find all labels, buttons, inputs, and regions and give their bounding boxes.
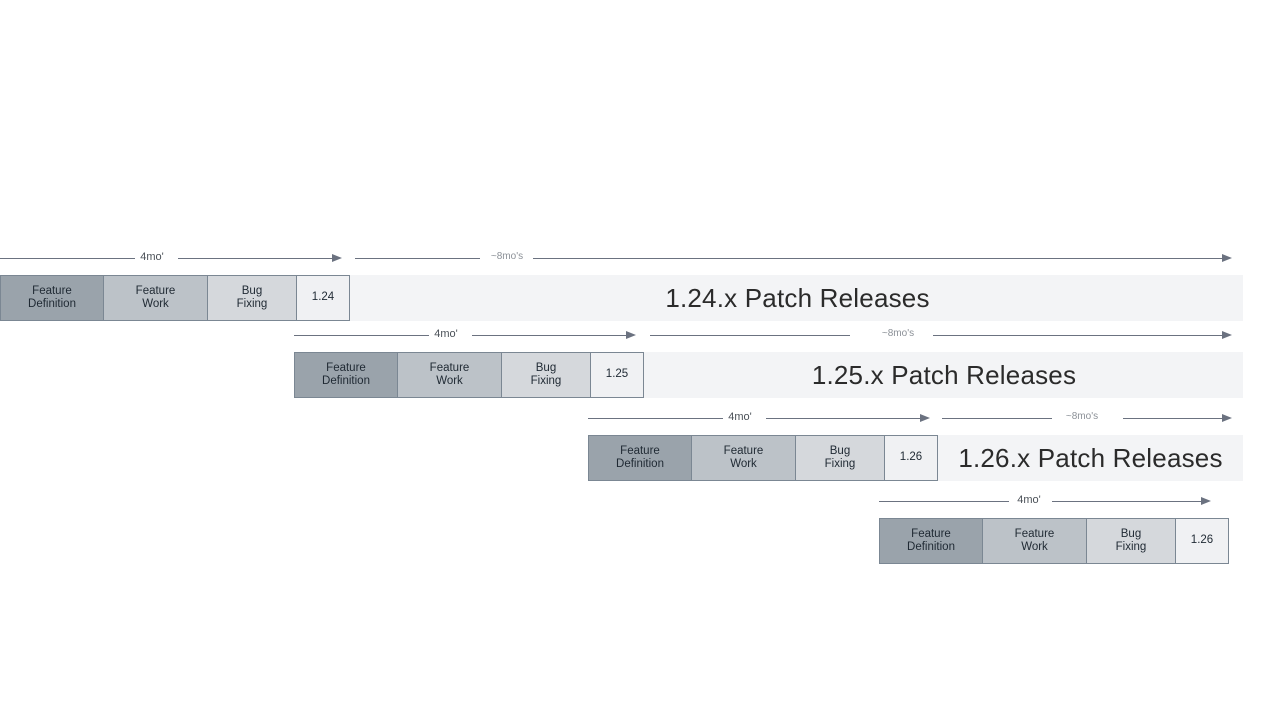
phase-label-line1: Bug — [1120, 527, 1142, 540]
dimension-label-patch-window: ~8mo's — [1065, 411, 1099, 422]
patch-release-label-126: 1.26.x Patch Releases — [958, 443, 1223, 473]
dimension-line-right — [472, 335, 627, 336]
dimension-line-right — [1052, 501, 1202, 502]
dimension-label-dev-cycle: 4mo' — [728, 411, 752, 423]
release-row-126: 1.26.x Patch Releases Feature Definition… — [0, 411, 1280, 481]
phase-label-line2: Fixing — [824, 458, 856, 470]
dimension-dev-cycle-124: 4mo' — [0, 248, 342, 270]
dimension-patch-window-124: ~8mo's — [355, 248, 1232, 270]
phase-box-feature-work[interactable]: Feature Work — [982, 518, 1087, 564]
dimension-dev-cycle-125: 4mo' — [294, 325, 636, 347]
phase-box-feature-work[interactable]: Feature Work — [103, 275, 208, 321]
phase-box-feature-definition[interactable]: Feature Definition — [879, 518, 983, 564]
phase-label-line1: Feature — [429, 361, 470, 374]
dimension-label-patch-window: ~8mo's — [881, 328, 915, 339]
dimension-label-dev-cycle: 4mo' — [140, 251, 164, 263]
phase-box-version-126[interactable]: 1.26 — [884, 435, 938, 481]
phase-box-version-125[interactable]: 1.25 — [590, 352, 644, 398]
phase-label-line1: Feature — [1014, 527, 1055, 540]
phase-label-line2: Work — [730, 458, 757, 470]
phase-label-line2: Fixing — [1115, 541, 1147, 553]
dimension-line-right — [533, 258, 1223, 259]
phase-label-line1: Feature — [620, 444, 660, 457]
phase-strip-126: Feature Definition Feature Work Bug Fixi… — [588, 435, 940, 481]
dimension-line-left — [355, 258, 480, 259]
phase-label-line1: Bug — [241, 284, 263, 297]
dimension-line-right — [178, 258, 333, 259]
dimension-line-right — [933, 335, 1223, 336]
phase-label-line2: Work — [436, 375, 463, 387]
phase-label-line1: Bug — [535, 361, 557, 374]
phase-box-version-127[interactable]: 1.26 — [1175, 518, 1229, 564]
dimension-arrowhead-icon — [1222, 413, 1232, 422]
phase-label-line1: Feature — [135, 284, 176, 297]
phase-label-line2: Fixing — [530, 375, 562, 387]
phase-box-version-124[interactable]: 1.24 — [296, 275, 350, 321]
phase-label-line1: Feature — [911, 527, 951, 540]
phase-strip-127: Feature Definition Feature Work Bug Fixi… — [879, 518, 1231, 564]
phase-box-bug-fixing[interactable]: Bug Fixing — [1086, 518, 1176, 564]
phase-box-feature-definition[interactable]: Feature Definition — [0, 275, 104, 321]
dimension-line-right — [1123, 418, 1223, 419]
dimension-line-left — [879, 501, 1009, 502]
phase-label-line2: Definition — [28, 298, 76, 310]
dimension-arrowhead-icon — [1222, 330, 1232, 339]
dimension-line-left — [588, 418, 723, 419]
phase-label-line2: Definition — [322, 375, 370, 387]
dimension-line-left — [942, 418, 1052, 419]
phase-label-line1: Feature — [326, 361, 366, 374]
release-row-127: Feature Definition Feature Work Bug Fixi… — [0, 494, 1280, 564]
phase-strip-125: Feature Definition Feature Work Bug Fixi… — [294, 352, 646, 398]
phase-box-feature-definition[interactable]: Feature Definition — [588, 435, 692, 481]
dimension-line-left — [0, 258, 135, 259]
phase-label-line2: Definition — [907, 541, 955, 553]
phase-box-feature-work[interactable]: Feature Work — [691, 435, 796, 481]
phase-box-feature-definition[interactable]: Feature Definition — [294, 352, 398, 398]
patch-release-label-125: 1.25.x Patch Releases — [811, 360, 1077, 390]
phase-label-line2: Fixing — [236, 298, 268, 310]
dimension-arrowhead-icon — [626, 330, 636, 339]
dimension-dev-cycle-127: 4mo' — [879, 491, 1211, 513]
patch-release-label-124: 1.24.x Patch Releases — [665, 283, 930, 313]
release-row-124: 1.24.x Patch Releases Feature Definition… — [0, 251, 1280, 321]
release-row-125: 1.25.x Patch Releases Feature Definition… — [0, 328, 1280, 398]
dimension-dev-cycle-126: 4mo' — [588, 408, 930, 430]
phase-label-line2: Work — [142, 298, 169, 310]
dimension-arrowhead-icon — [1222, 253, 1232, 262]
phase-label-line2: Work — [1021, 541, 1048, 553]
phase-box-bug-fixing[interactable]: Bug Fixing — [501, 352, 591, 398]
dimension-line-left — [650, 335, 850, 336]
phase-label-line1: Bug — [829, 444, 851, 457]
dimension-arrowhead-icon — [920, 413, 930, 422]
phase-strip-124: Feature Definition Feature Work Bug Fixi… — [0, 275, 352, 321]
dimension-label-patch-window: ~8mo's — [490, 251, 524, 262]
dimension-line-right — [766, 418, 921, 419]
phase-label-line1: Feature — [723, 444, 764, 457]
phase-label-line2: Definition — [616, 458, 664, 470]
dimension-label-dev-cycle: 4mo' — [434, 328, 458, 340]
dimension-label-dev-cycle: 4mo' — [1017, 494, 1041, 506]
dimension-arrowhead-icon — [1201, 496, 1211, 505]
phase-box-bug-fixing[interactable]: Bug Fixing — [795, 435, 885, 481]
dimension-patch-window-125: ~8mo's — [650, 325, 1232, 347]
dimension-arrowhead-icon — [332, 253, 342, 262]
dimension-patch-window-126: ~8mo's — [942, 408, 1232, 430]
dimension-line-left — [294, 335, 429, 336]
phase-label-line1: Feature — [32, 284, 72, 297]
phase-box-bug-fixing[interactable]: Bug Fixing — [207, 275, 297, 321]
phase-box-feature-work[interactable]: Feature Work — [397, 352, 502, 398]
